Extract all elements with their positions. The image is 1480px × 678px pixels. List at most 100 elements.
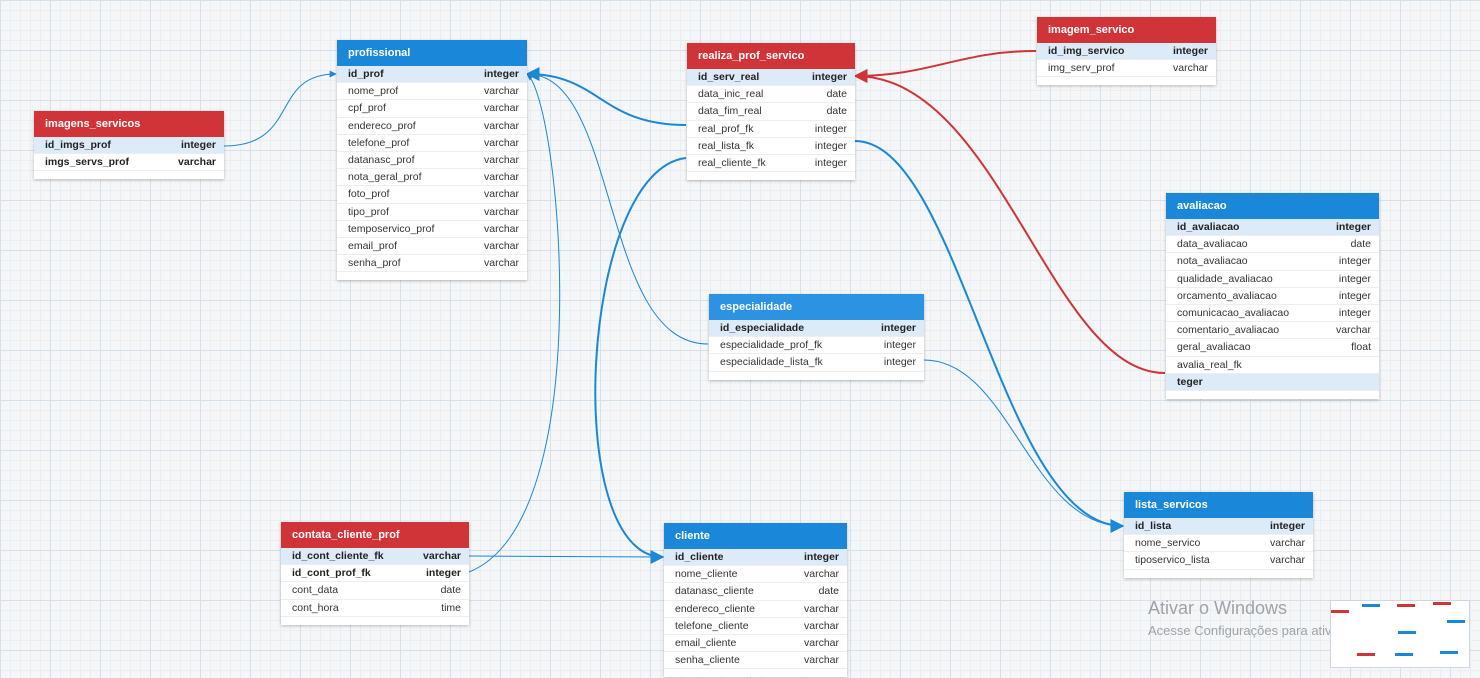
table-title[interactable]: contata_cliente_prof: [281, 522, 469, 548]
column-type: integer: [880, 322, 916, 334]
column-type: varchar: [483, 85, 519, 98]
table-title[interactable]: realiza_prof_servico: [687, 43, 855, 69]
table-title[interactable]: cliente: [664, 523, 847, 549]
column-name: avalia_real_fk: [1177, 358, 1242, 371]
column-row[interactable]: real_lista_fk integer: [687, 138, 855, 155]
column-name: data_avaliacao: [1177, 238, 1248, 251]
column-name: foto_prof: [348, 188, 390, 201]
table-footer: [664, 669, 847, 677]
column-name: id_serv_real: [698, 71, 760, 83]
column-type: varchar: [423, 550, 461, 562]
column-row[interactable]: teger: [1166, 373, 1379, 391]
column-row[interactable]: foto_prof varchar: [337, 186, 527, 204]
diagram-minimap[interactable]: [1330, 600, 1470, 668]
column-row[interactable]: email_cliente varchar: [664, 635, 847, 653]
column-type: varchar: [1269, 537, 1305, 550]
column-name: real_lista_fk: [698, 139, 755, 152]
watermark-title: Ativar o Windows: [1148, 598, 1288, 618]
table-footer: [34, 171, 224, 179]
column-name: real_prof_fk: [698, 122, 754, 135]
column-type: varchar: [483, 239, 519, 252]
table-contata-cliente-prof[interactable]: contata_cliente_prof id_cont_cliente_fk va…: [281, 522, 469, 625]
column-name: id_lista: [1135, 520, 1172, 532]
column-type: date: [818, 585, 839, 598]
column-row[interactable]: id_cont_cliente_fk varchar: [281, 548, 469, 566]
column-type: integer: [814, 139, 847, 152]
column-type: varchar: [803, 636, 839, 649]
column-type: varchar: [178, 156, 216, 169]
column-name: tipo_prof: [348, 205, 389, 218]
table-title[interactable]: profissional: [337, 40, 527, 66]
column-name: id_cont_cliente_fk: [292, 550, 384, 562]
column-type: varchar: [483, 153, 519, 166]
table-title[interactable]: especialidade: [709, 294, 924, 320]
column-name: email_cliente: [675, 636, 737, 649]
column-type: varchar: [483, 188, 519, 201]
column-name: cpf_prof: [348, 102, 386, 115]
table-title[interactable]: imagens_servicos: [34, 111, 224, 137]
column-name: id_img_servico: [1048, 45, 1125, 57]
table-title[interactable]: lista_servicos: [1124, 492, 1313, 518]
table-title[interactable]: avaliacao: [1166, 193, 1379, 219]
column-type: integer: [1338, 289, 1371, 302]
link-especialidade-lista-to-lista: [923, 359, 1124, 530]
column-name: geral_avaliacao: [1177, 341, 1251, 354]
column-type: varchar: [483, 119, 519, 132]
column-type: integer: [803, 551, 839, 563]
column-name: data_inic_real: [698, 88, 764, 101]
column-row[interactable]: avalia_real_fk: [1166, 357, 1379, 374]
table-title[interactable]: imagem_servico: [1037, 17, 1216, 43]
